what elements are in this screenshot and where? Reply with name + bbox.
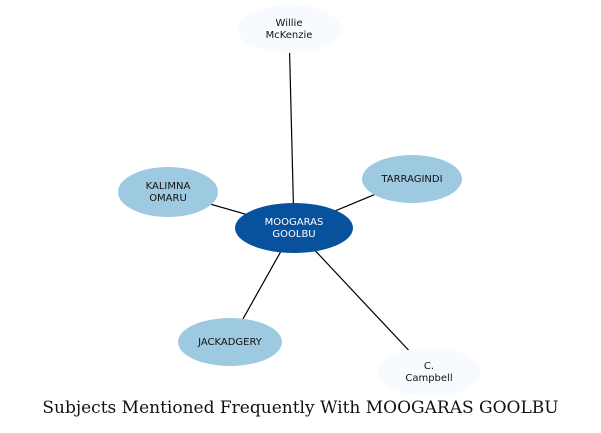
node-willie-label-0: Willie bbox=[276, 18, 303, 29]
node-center-label-0: MOOGARAS bbox=[265, 217, 324, 228]
node-jackadgery-label-0: JACKADGERY bbox=[197, 337, 263, 348]
node-center-label-1: GOOLBU bbox=[272, 229, 315, 240]
edge-center-willie bbox=[288, 28, 295, 229]
node-tarragindi-ellipse bbox=[362, 155, 462, 203]
node-kalimna-label-1: OMARU bbox=[149, 193, 187, 204]
node-willie-ellipse bbox=[237, 5, 341, 53]
node-campbell-label-1: Campbell bbox=[405, 373, 452, 384]
edge-center-campbell bbox=[293, 227, 430, 373]
node-tarragindi: TARRAGINDI bbox=[362, 155, 462, 203]
node-jackadgery: JACKADGERY bbox=[178, 318, 282, 366]
node-center-ellipse bbox=[235, 203, 353, 253]
node-campbell-ellipse bbox=[377, 348, 481, 395]
node-kalimna-ellipse bbox=[118, 167, 218, 217]
node-kalimna-label-0: KALIMNA bbox=[146, 181, 191, 192]
graph-title: Subjects Mentioned Frequently With MOOGA… bbox=[42, 398, 559, 418]
node-tarragindi-label-0: TARRAGINDI bbox=[380, 174, 442, 185]
node-campbell-label-0: C. bbox=[424, 361, 434, 372]
node-campbell: C.Campbell bbox=[377, 348, 481, 395]
node-willie-label-1: McKenzie bbox=[266, 30, 313, 41]
node-jackadgery-ellipse bbox=[178, 318, 282, 366]
